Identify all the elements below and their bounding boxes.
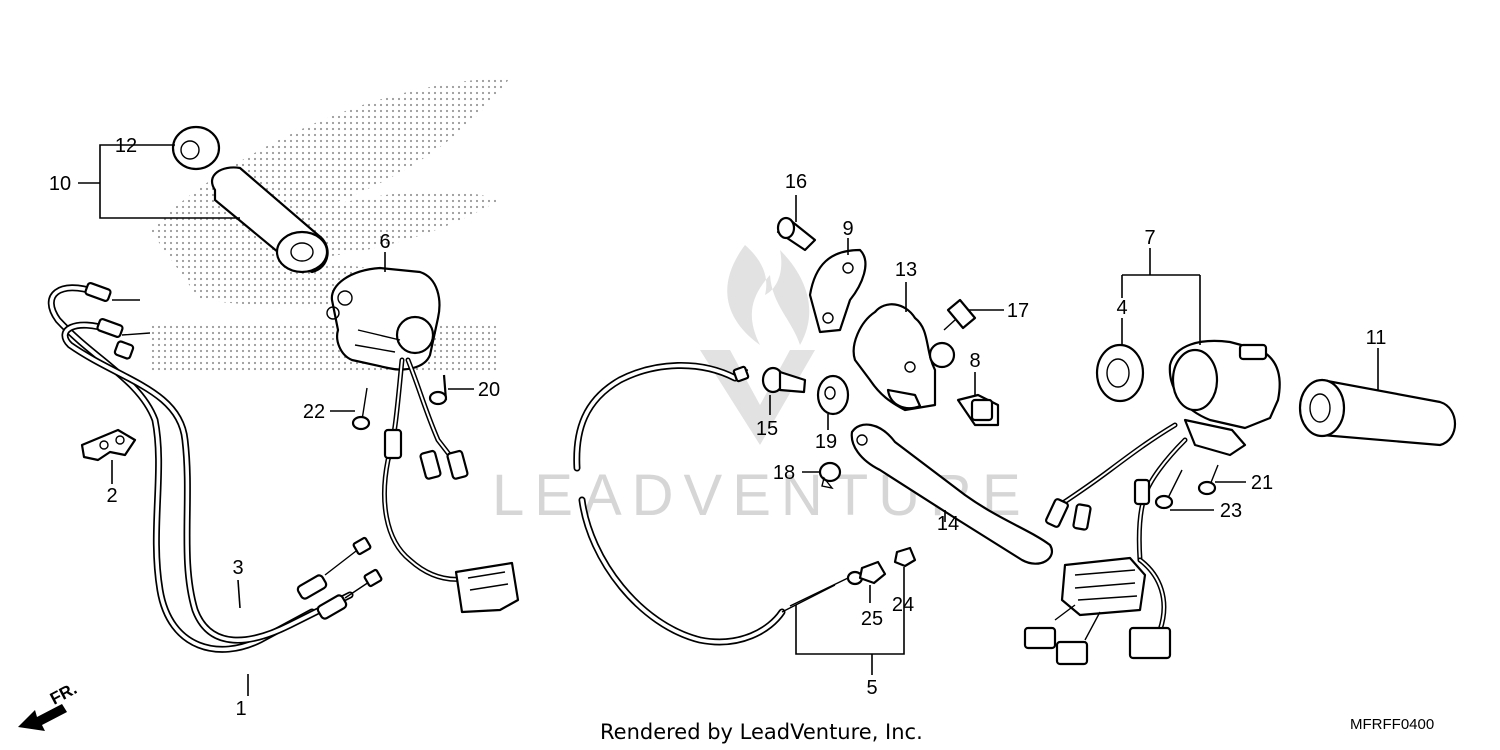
label-7: 7 [1144, 227, 1155, 249]
label-24: 24 [892, 594, 914, 616]
label-9: 9 [842, 218, 853, 240]
front-arrow-icon: FR. [18, 679, 80, 731]
label-2: 2 [106, 485, 117, 507]
nut-24 [893, 546, 917, 568]
label-23: 23 [1220, 500, 1242, 522]
label-11: 11 [1366, 327, 1387, 349]
clamp-2 [80, 428, 137, 462]
right-switch-7 [1168, 339, 1281, 457]
right-switch-harness [1023, 422, 1188, 666]
adjuster-15 [761, 366, 807, 394]
label-15: 15 [756, 418, 778, 440]
label-16: 16 [785, 171, 807, 193]
label-19: 19 [815, 431, 837, 453]
nut-25 [858, 560, 887, 585]
part-labels: 1 2 3 4 5 6 7 8 9 10 11 12 13 14 15 16 1… [49, 135, 1387, 720]
leader-lines [78, 144, 1379, 696]
bolt-16 [776, 216, 817, 252]
wing-logo-icon [150, 78, 510, 372]
label-14: 14 [937, 513, 959, 535]
bracket-13 [852, 303, 956, 412]
bolt-23 [1154, 469, 1183, 510]
switch-8 [956, 393, 1000, 427]
holder-9 [808, 248, 867, 334]
bolt-20 [428, 374, 448, 406]
diagram-code: MFRFF0400 [1350, 716, 1434, 733]
cap-12 [171, 125, 221, 171]
label-3: 3 [232, 557, 243, 579]
label-4: 4 [1116, 297, 1127, 319]
label-8: 8 [969, 350, 980, 372]
label-18: 18 [773, 462, 795, 484]
label-10: 10 [49, 173, 71, 195]
label-25: 25 [861, 608, 883, 630]
grip-11 [1298, 378, 1456, 447]
label-21: 21 [1251, 472, 1273, 494]
collar-4 [1095, 343, 1145, 403]
footer-credit: Rendered by LeadVenture, Inc. [600, 720, 923, 744]
direction-label: FR. [47, 679, 80, 709]
left-switch-harness [381, 357, 520, 614]
dial-19 [816, 374, 850, 416]
label-1: 1 [235, 698, 246, 720]
screw-17 [943, 298, 977, 331]
bolt-22 [351, 387, 371, 431]
throttle-grip-10 [211, 166, 329, 274]
bolt-21 [1197, 464, 1219, 496]
lever-14 [850, 423, 1053, 565]
label-17: 17 [1007, 300, 1029, 322]
throttle-cables [47, 282, 383, 653]
label-13: 13 [895, 259, 917, 281]
label-20: 20 [478, 379, 500, 401]
label-12: 12 [115, 135, 137, 157]
label-5: 5 [866, 677, 877, 699]
label-6: 6 [379, 231, 390, 253]
label-22: 22 [303, 401, 325, 423]
left-switch-6 [326, 266, 441, 371]
clutch-cable-5 [573, 362, 864, 646]
